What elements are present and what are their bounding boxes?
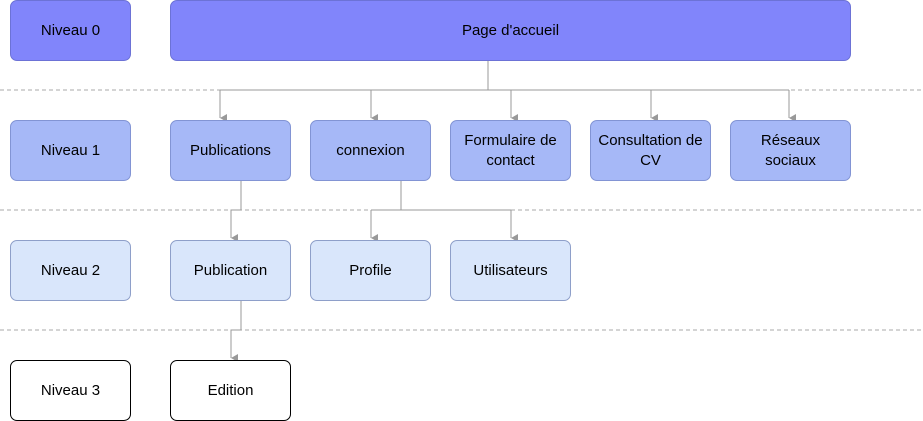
level-label-1: Niveau 1 xyxy=(10,120,131,181)
node-publication: Publication xyxy=(170,240,291,301)
node-connexion: connexion xyxy=(310,120,431,181)
connector-publication-to-edition xyxy=(230,300,242,362)
level-label-3: Niveau 3 xyxy=(10,360,131,421)
node-profile: Profile xyxy=(310,240,431,301)
node-users: Utilisateurs xyxy=(450,240,571,301)
connector-publications-to-publication xyxy=(230,180,242,242)
node-cv: Consultation de CV xyxy=(590,120,711,181)
node-edition: Edition xyxy=(170,360,291,421)
node-home: Page d'accueil xyxy=(170,0,851,61)
node-publications: Publications xyxy=(170,120,291,181)
level-label-2: Niveau 2 xyxy=(10,240,131,301)
node-social: Réseaux sociaux xyxy=(730,120,851,181)
level-label-0: Niveau 0 xyxy=(10,0,131,61)
node-contact-form: Formulaire de contact xyxy=(450,120,571,181)
